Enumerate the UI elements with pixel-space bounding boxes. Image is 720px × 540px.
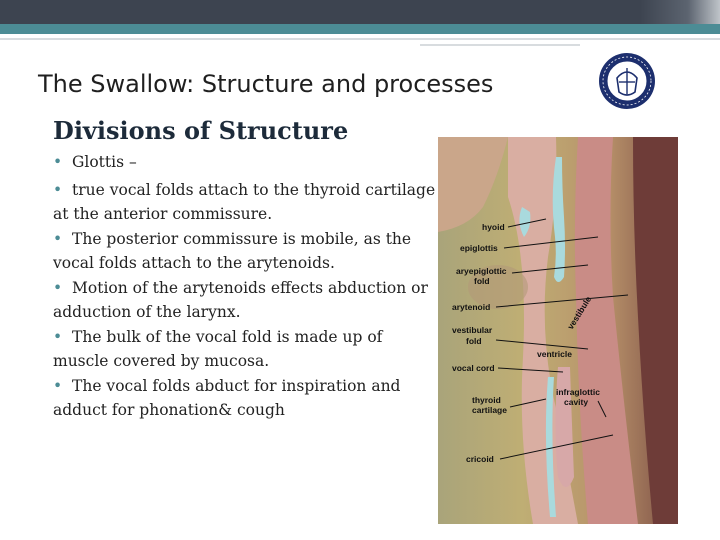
- header-accent-bar: [0, 24, 720, 34]
- section-heading: Divisions of Structure: [53, 116, 349, 145]
- slide-title: The Swallow: Structure and processes: [38, 70, 494, 98]
- label-vestibular: vestibular: [452, 325, 493, 335]
- list-item: • Motion of the arytenoids effects abduc…: [53, 276, 438, 325]
- label-vestibular-fold: fold: [466, 336, 482, 346]
- posterior-tissue: [633, 137, 678, 524]
- label-cricoid: cricoid: [466, 454, 494, 464]
- bullet-icon: •: [53, 153, 63, 171]
- bullet-icon: •: [53, 180, 63, 199]
- list-item-text: The bulk of the vocal fold is made up of…: [53, 327, 383, 371]
- label-ventricle: ventricle: [537, 349, 572, 359]
- arrow-cricoid: [499, 434, 614, 460]
- list-item: • The bulk of the vocal fold is made up …: [53, 325, 438, 374]
- arrow-infraglottic: [597, 400, 607, 418]
- soft-tissue-region: [438, 137, 508, 232]
- bullet-icon: •: [53, 278, 63, 297]
- subglottic-tissue: [555, 367, 574, 487]
- leader-lines: [495, 218, 629, 460]
- bullet-icon: •: [53, 229, 63, 248]
- trachea-region: [574, 137, 638, 524]
- vallecula-cavity: [519, 207, 531, 237]
- arrow-arytenoid: [495, 294, 629, 308]
- airway-cavity-upper: [552, 157, 565, 282]
- label-vocal-cord: vocal cord: [452, 363, 495, 373]
- label-aryepiglottic: aryepiglottic: [456, 266, 507, 276]
- body-text: • Glottis – • true vocal folds attach to…: [53, 150, 438, 423]
- label-aryepiglottic-fold: fold: [474, 276, 490, 286]
- arrow-vestibular: [495, 339, 589, 350]
- arrow-vocal-cord: [497, 367, 564, 373]
- arrow-aryepiglottic: [511, 264, 589, 274]
- list-item: • The posterior commissure is mobile, as…: [53, 227, 438, 276]
- university-seal: [599, 53, 655, 109]
- glottis-item: • Glottis –: [53, 150, 438, 175]
- glottis-text: Glottis –: [72, 153, 137, 171]
- label-thyroid-cartilage: cartilage: [472, 405, 507, 415]
- list-item: • The vocal folds abduct for inspiration…: [53, 374, 438, 423]
- label-hyoid: hyoid: [482, 222, 505, 232]
- label-infraglottic-cavity: cavity: [564, 397, 588, 407]
- muscle-shading: [468, 265, 528, 309]
- arrow-thyroid: [509, 398, 547, 408]
- larynx-anatomy-figure: hyoid epiglottis aryepiglottic fold aryt…: [438, 137, 678, 524]
- list-item-text: The posterior commissure is mobile, as t…: [53, 229, 412, 273]
- list-item-text: Motion of the arytenoids effects abducti…: [53, 278, 428, 322]
- anterior-cartilage-band: [545, 377, 556, 517]
- header-bar: [0, 0, 720, 24]
- arrow-hyoid: [507, 218, 547, 228]
- header-divider: [0, 38, 720, 40]
- bullet-icon: •: [53, 327, 63, 346]
- label-epiglottis: epiglottis: [460, 243, 498, 253]
- list-item-text: The vocal folds abduct for inspiration a…: [53, 376, 401, 420]
- bullet-icon: •: [53, 376, 63, 395]
- label-arytenoid: arytenoid: [452, 302, 490, 312]
- list-item: • true vocal folds attach to the thyroid…: [53, 178, 438, 227]
- label-infraglottic: infraglottic: [556, 387, 600, 397]
- label-thyroid: thyroid: [472, 395, 501, 405]
- list-item-text: true vocal folds attach to the thyroid c…: [53, 180, 436, 224]
- header-divider-short: [420, 44, 580, 46]
- arrow-epiglottis: [503, 236, 599, 249]
